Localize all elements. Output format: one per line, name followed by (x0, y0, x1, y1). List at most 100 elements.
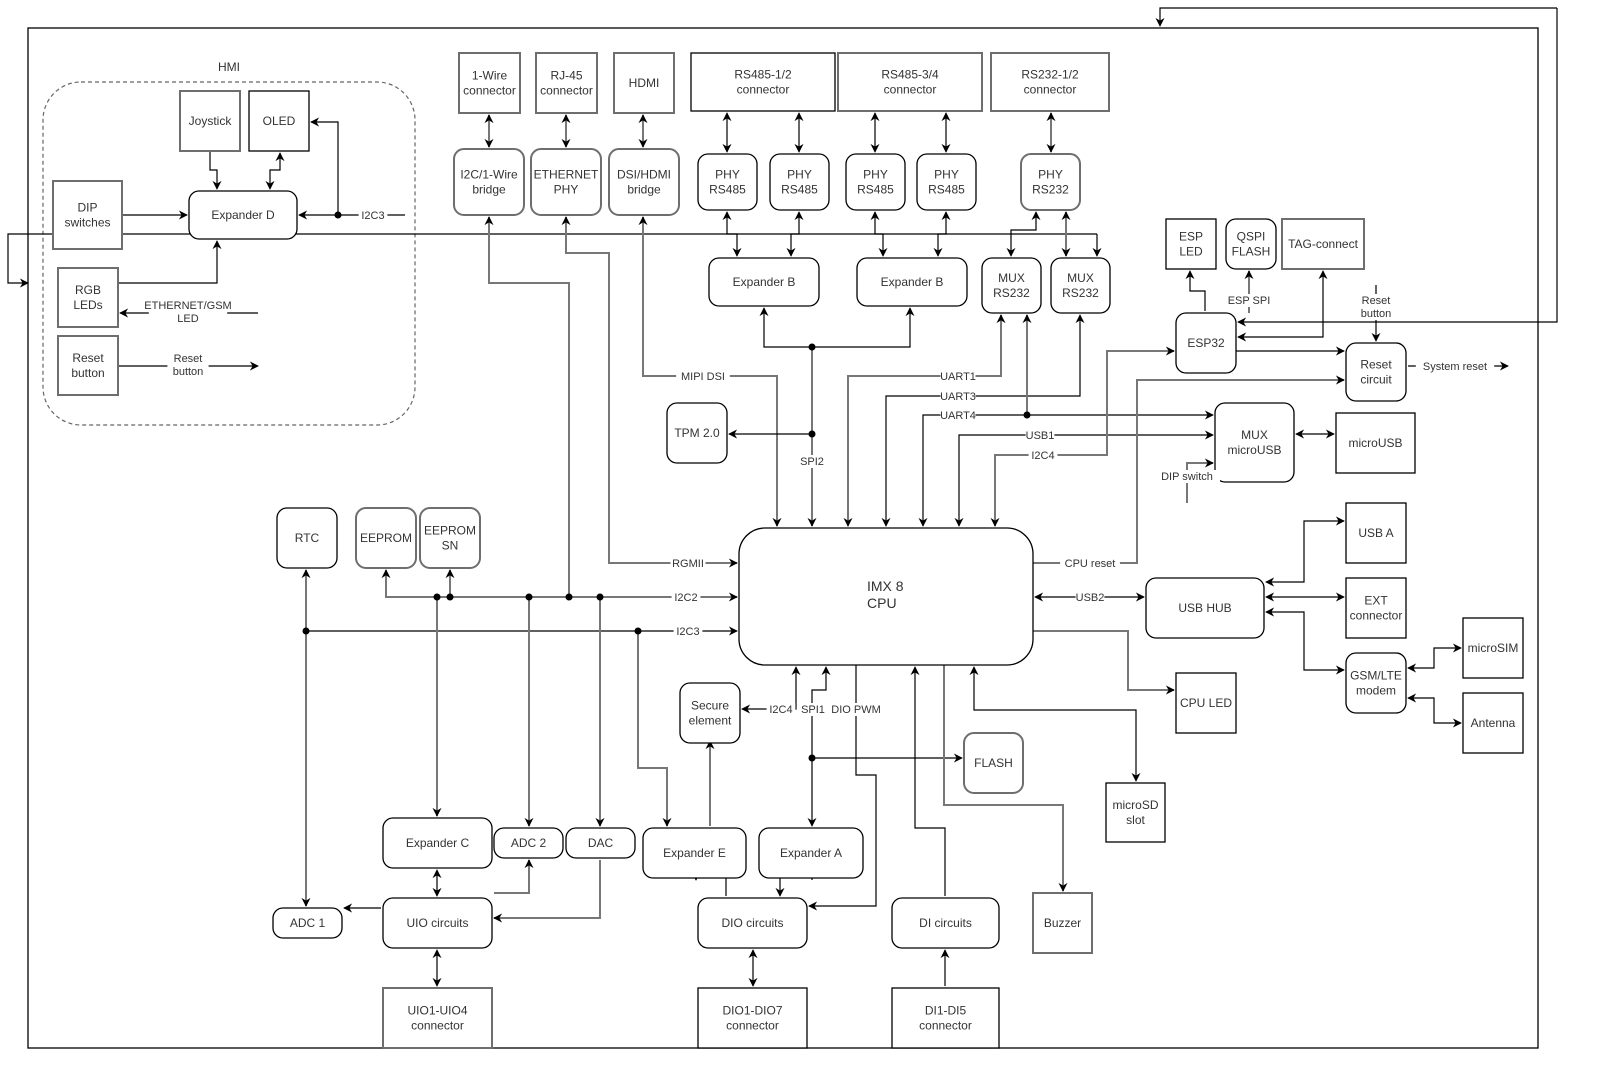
uio-circuits-label: UIO circuits (406, 916, 468, 930)
eeprom-sn-label: SN (442, 539, 459, 553)
microsim-label: microSIM (1468, 641, 1519, 655)
rgb-leds-label: LEDs (73, 298, 102, 312)
buzzer-label: Buzzer (1044, 916, 1081, 930)
uart4-label: UART4 (940, 410, 976, 422)
wire (1265, 607, 1345, 675)
dsi-hdmi-bridge-label: bridge (627, 183, 661, 197)
uart3-label: UART3 (940, 391, 976, 403)
phy-rs485-1-label: PHY (715, 168, 740, 182)
phy-rs485-4-label: RS485 (928, 183, 965, 197)
wire (1185, 270, 1206, 311)
system-reset-label: System reset (1423, 361, 1487, 373)
system-reset-label-bg (1415, 360, 1495, 373)
wire (870, 211, 888, 257)
i2c2-label-bg (671, 591, 701, 604)
phy-rs485-3-label: RS485 (857, 183, 894, 197)
expander-c-block: Expander C (382, 817, 493, 869)
esp-reset-button-label: button (1361, 308, 1392, 320)
rtc-block: RTC (276, 507, 338, 569)
oled-label: OLED (263, 114, 296, 128)
hmi-reset-button-label: button (71, 366, 104, 380)
mux-microusb-label: MUX (1241, 428, 1268, 442)
mux-microusb-label: microUSB (1227, 443, 1281, 457)
expander-d-block: Expander D (188, 190, 298, 240)
esp32-block: ESP32 (1175, 312, 1237, 374)
rs485-12-connector-label: connector (737, 83, 790, 97)
ethernet-gsm-led-label: LED (177, 313, 198, 325)
wire (881, 314, 1085, 527)
junction-dot (334, 211, 342, 219)
dip-switch-label-bg (1154, 470, 1220, 483)
tpm-block: TPM 2.0 (666, 402, 728, 464)
wire (910, 666, 946, 896)
expander-a-block: Expander A (758, 827, 864, 879)
wire (1033, 630, 1175, 695)
spi2-label: SPI2 (800, 456, 824, 468)
expander-d-label: Expander D (211, 208, 275, 222)
uart1-label: UART1 (940, 371, 976, 383)
cpu-label: IMX 8 (867, 578, 904, 594)
di-connector-label: connector (919, 1019, 972, 1033)
ext-connector-label: EXT (1364, 594, 1388, 608)
wire (990, 346, 1175, 527)
expander-e-label: Expander E (663, 846, 726, 860)
ethernet-gsm-led-label-bg (148, 299, 228, 325)
rj45-connector-label: RJ-45 (550, 69, 582, 83)
rgb-leds-label: RGB (75, 283, 101, 297)
uio-circuits-block: UIO circuits (382, 897, 493, 949)
usb1-label: USB1 (1026, 430, 1055, 442)
i2c4-top-label-bg (1028, 449, 1058, 462)
usb1-label-bg (1025, 429, 1055, 442)
ethernet-phy-label: PHY (554, 183, 579, 197)
dac-label: DAC (588, 836, 614, 850)
di-circuits-block: DI circuits (891, 897, 1000, 949)
rgmii-label-bg (670, 557, 706, 570)
microusb-label: microUSB (1348, 436, 1402, 450)
esp32-label: ESP32 (1187, 336, 1225, 350)
esp-spi-label: ESP SPI (1228, 295, 1271, 307)
rtc-label: RTC (295, 531, 320, 545)
hmi-reset-button-label: button (173, 366, 204, 378)
wire (808, 665, 877, 911)
junction-dot (302, 627, 310, 635)
secure-element-label: Secure (691, 699, 729, 713)
flash-block: FLASH (963, 732, 1024, 794)
wire (494, 859, 534, 894)
tag-connect-label: TAG-connect (1288, 237, 1358, 251)
wire (1006, 211, 1041, 257)
phy-rs485-3-label: PHY (863, 168, 888, 182)
cpu-led-block: CPU LED (1175, 672, 1237, 734)
uio-connector-label: UIO1-UIO4 (407, 1004, 467, 1018)
junction-dot (525, 593, 533, 601)
qspi-flash-label: FLASH (1232, 245, 1271, 259)
adc2-label: ADC 2 (511, 836, 547, 850)
microsim-block: microSIM (1462, 617, 1524, 679)
dio-circuits-block: DIO circuits (697, 897, 808, 949)
hmi-group (42, 81, 416, 426)
dio-pwm-label: DIO PWM (831, 704, 881, 716)
expander-b-2-block: Expander B (856, 257, 968, 307)
i2c2-label: I2C2 (674, 592, 697, 604)
phy-rs485-2-label: RS485 (781, 183, 818, 197)
eeprom-label: EEPROM (360, 531, 412, 545)
hmi-reset-button-label: Reset (72, 351, 104, 365)
esp-spi-label-bg (1225, 294, 1273, 307)
dip-switches-label: DIP (77, 201, 97, 215)
wire (943, 665, 1068, 892)
eeprom-sn-label: EEPROM (424, 524, 476, 538)
spi2-label-bg (797, 455, 827, 468)
expander-a-label: Expander A (780, 846, 842, 860)
